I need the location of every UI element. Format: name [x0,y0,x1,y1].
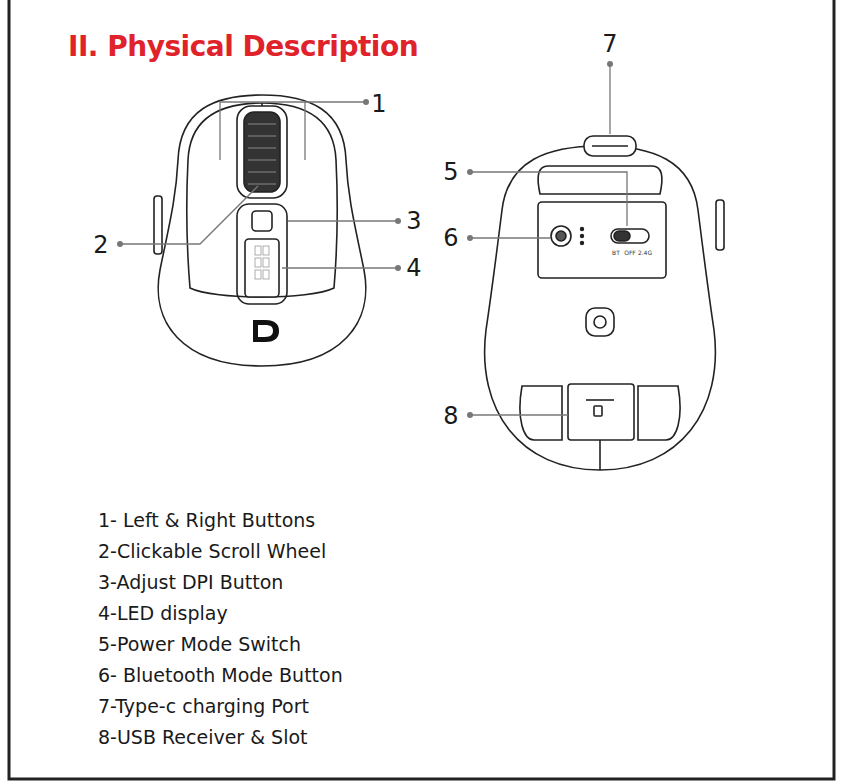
brand-logo [253,320,279,342]
part-list-item: 3-Adjust DPI Button [98,572,283,593]
leader-lines [120,64,627,415]
callout-number: 3 [406,208,421,234]
section-title: II. Physical Description [68,32,418,63]
callout-number: 4 [406,255,421,281]
callout-number: 5 [443,159,458,185]
part-list-item: 1- Left & Right Buttons [98,510,315,531]
callout-number: 8 [443,403,458,429]
page-frame [9,0,834,779]
bottom-view [485,136,724,470]
callout-number: 6 [443,225,458,251]
leader-dots [117,61,613,418]
part-list-item: 4-LED display [98,603,228,624]
callout-number: 2 [93,232,108,258]
switch-label: 2.4G [638,250,652,257]
part-list-item: 5-Power Mode Switch [98,634,301,655]
part-list-item: 6- Bluetooth Mode Button [98,665,343,686]
switch-label: BT [612,250,620,257]
part-list-item: 2-Clickable Scroll Wheel [98,541,326,562]
part-list-item: 8-USB Receiver & Slot [98,727,308,748]
top-view [154,95,366,366]
callout-number: 1 [371,91,386,117]
switch-label: OFF [624,250,636,257]
part-list-item: 7-Type-c charging Port [98,696,309,717]
callout-number: 7 [602,31,617,57]
